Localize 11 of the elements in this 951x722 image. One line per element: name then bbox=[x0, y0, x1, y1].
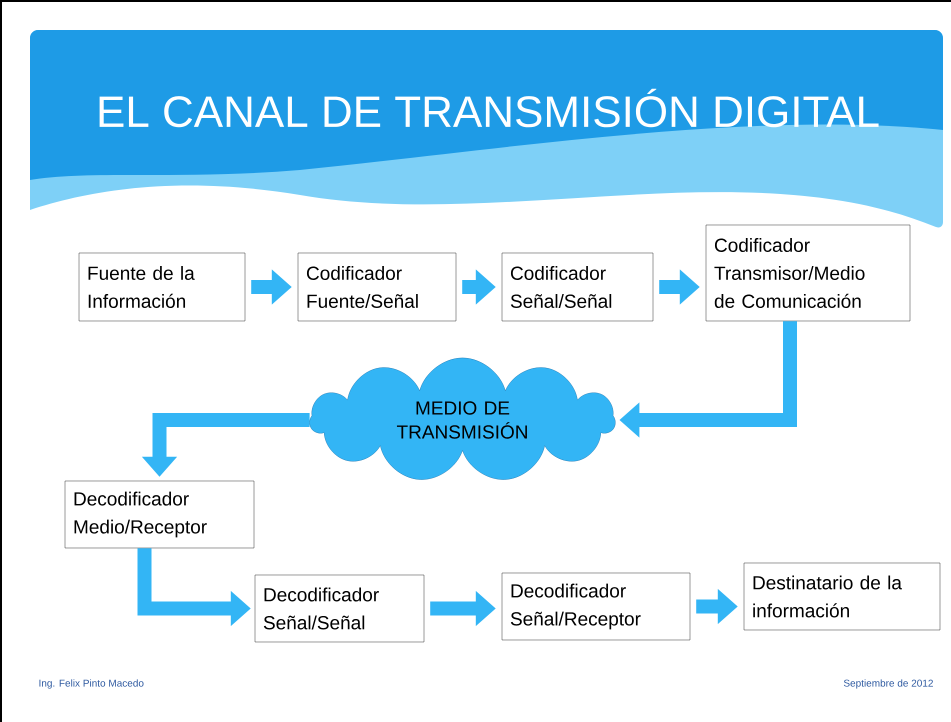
process-box: Fuente de la Información bbox=[78, 252, 246, 322]
process-box: Destinatario de la información bbox=[744, 562, 940, 630]
title: EL CANAL DE TRANSMISIÓN DIGITAL bbox=[100, 88, 879, 128]
process-box: Decodificador Señal/Señal bbox=[254, 574, 424, 642]
footer-text: Ing. Felix Pinto Macedo bbox=[39, 679, 144, 689]
process-box: Decodificador Medio/Receptor bbox=[64, 480, 254, 548]
process-box: Codificador Transmisor/Medio de Comunicación bbox=[706, 224, 910, 322]
process-box: Codificador Señal/Señal bbox=[502, 252, 654, 322]
footer-text: Septiembre de 2012 bbox=[844, 679, 933, 689]
process-box: Decodificador Señal/Receptor bbox=[502, 572, 690, 640]
process-box: Codificador Fuente/Señal bbox=[298, 252, 456, 322]
